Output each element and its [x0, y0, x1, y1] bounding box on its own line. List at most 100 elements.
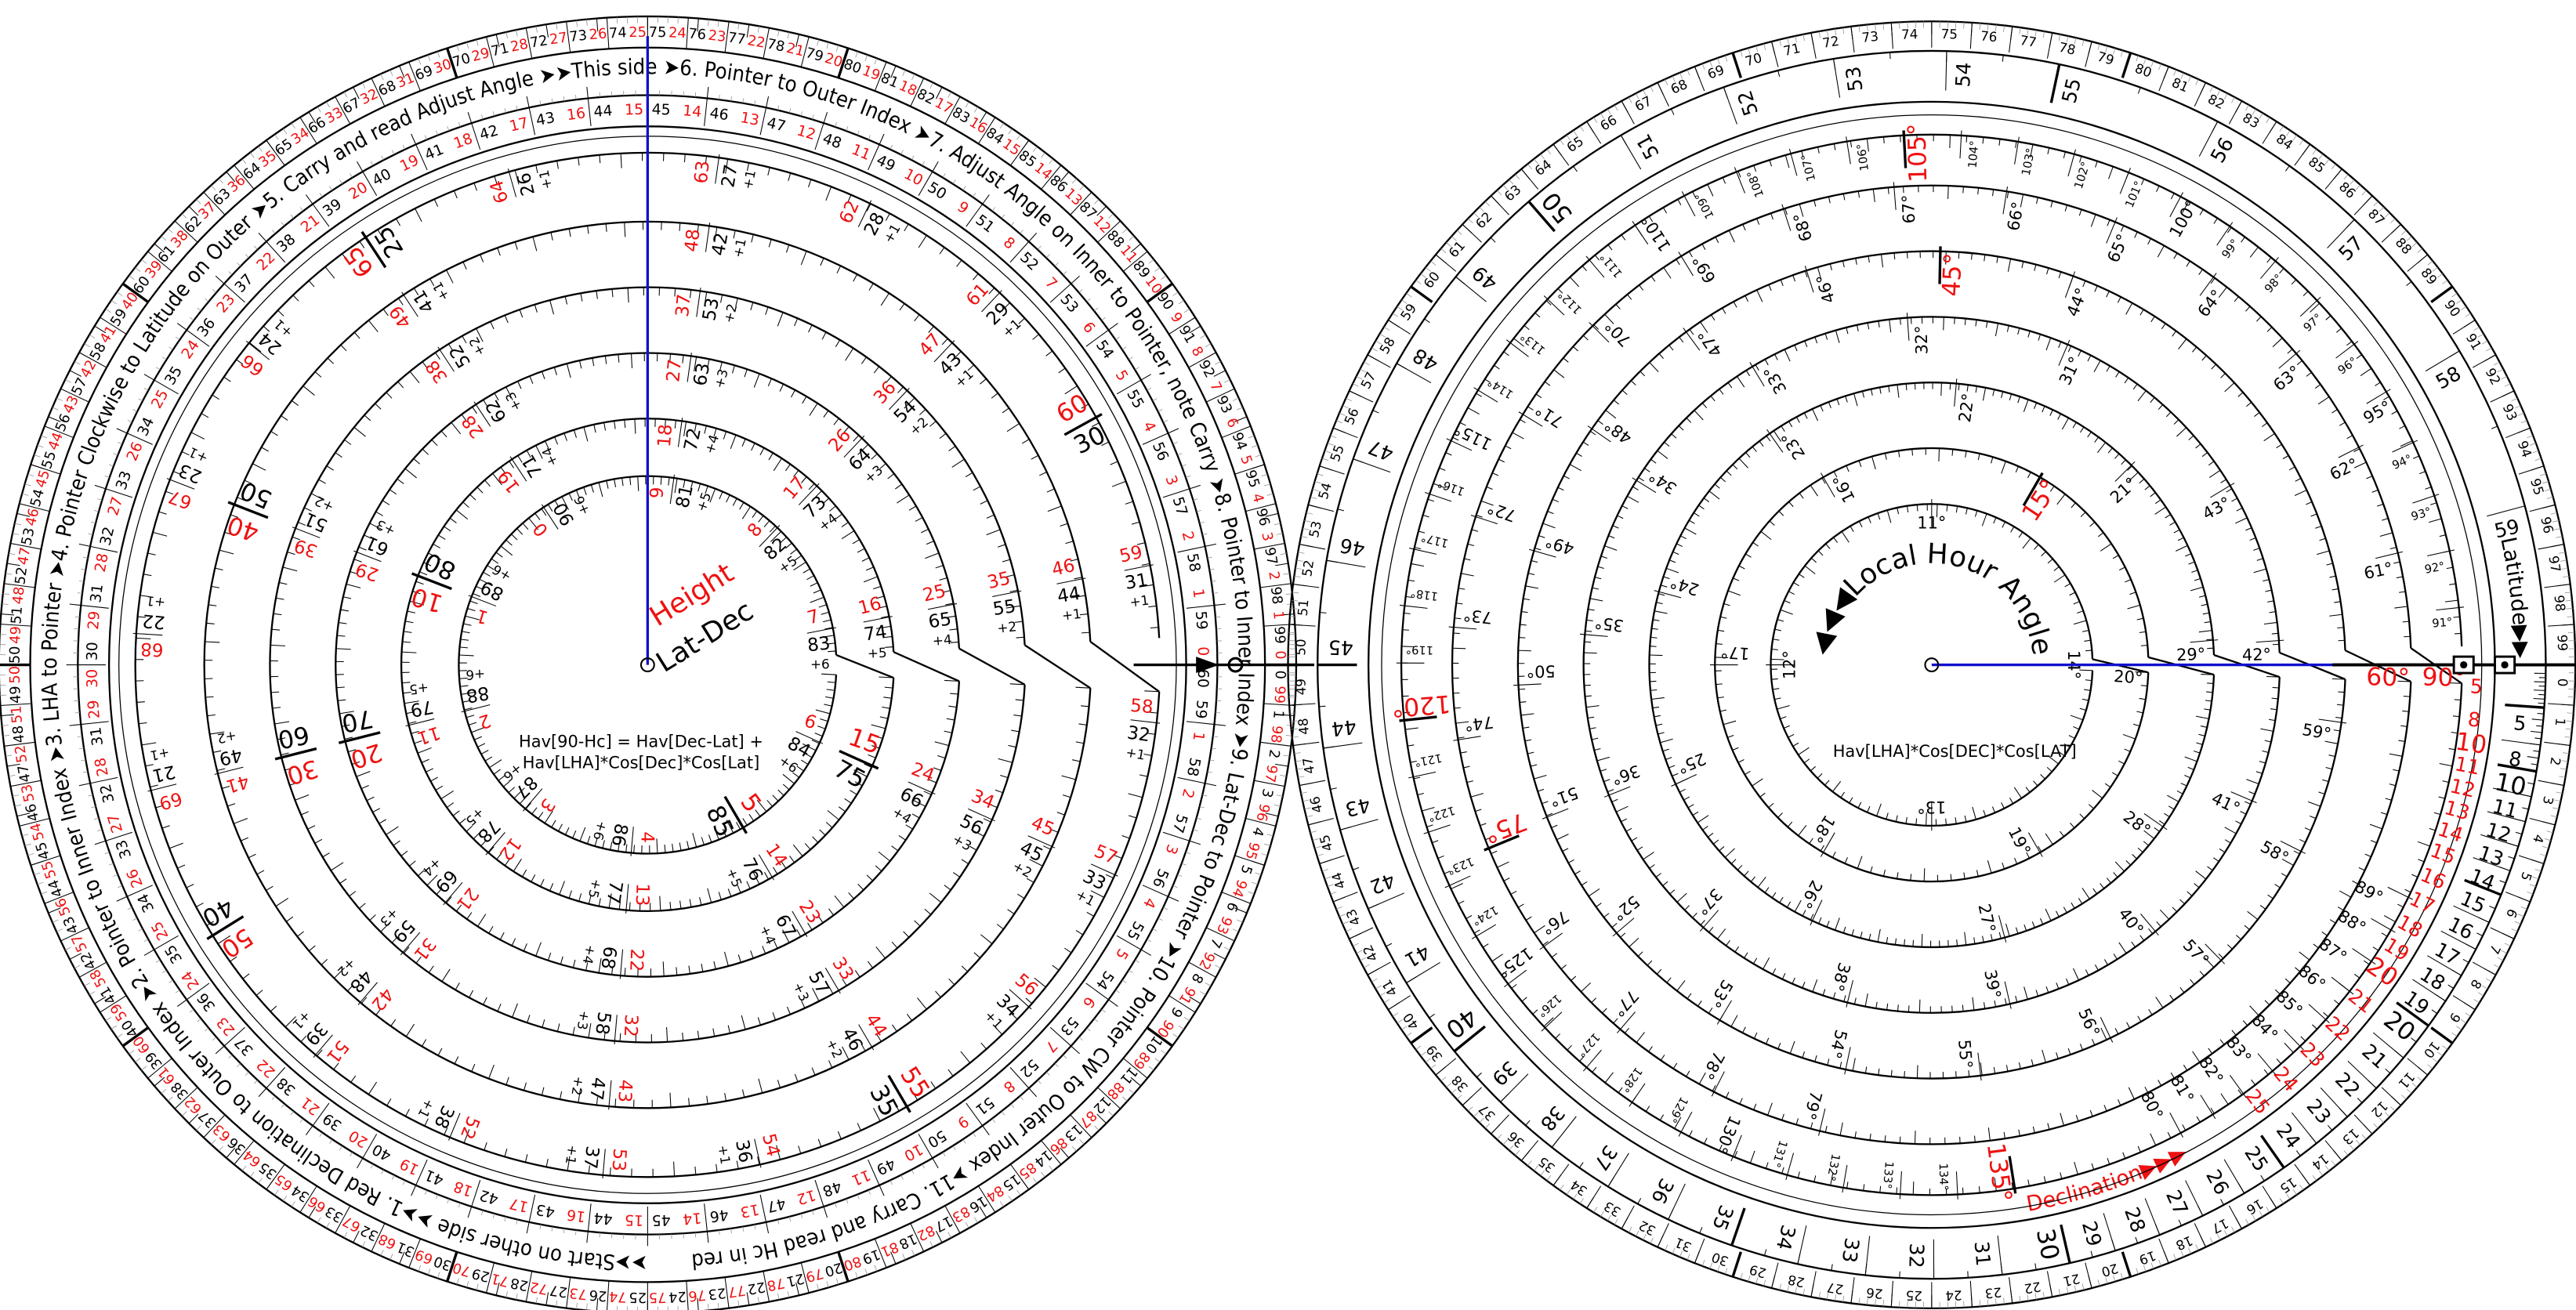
tick-mark [2517, 412, 2524, 416]
tick-mark [329, 1138, 333, 1144]
tick-mark [1905, 816, 1908, 824]
tick-mark [2460, 306, 2467, 311]
tick-mark [2113, 872, 2118, 878]
lat-dec-value-label: 58 [591, 1011, 614, 1036]
left-dial[interactable]: ➤➤Start on other side ➤➤1. Red Declinati… [0, 16, 1299, 1310]
lha-index-tick [1818, 1108, 1826, 1136]
tick-mark [1234, 416, 1248, 422]
tick-mark [962, 186, 966, 191]
tick-mark [1065, 541, 1074, 545]
tick-mark [1406, 292, 1412, 298]
right-dial[interactable]: ◀◀◀Local Hour Angle Latitude▶▶ Declinati… [1287, 20, 2576, 1309]
tick-mark [1531, 559, 1538, 563]
tick-mark [1161, 1050, 1167, 1055]
tick-mark [746, 881, 751, 889]
tick-mark [1666, 977, 1672, 983]
tick-mark [785, 542, 792, 549]
lha-index-tick [1423, 824, 1451, 834]
lha-value-label: 83° [2223, 1033, 2255, 1067]
tick-mark [1537, 788, 1545, 792]
tick-mark [779, 383, 784, 392]
tick-mark [2296, 360, 2302, 365]
tick-mark [2074, 1285, 2077, 1293]
tick-mark [176, 999, 187, 1007]
tick-mark [1058, 367, 1066, 374]
tick-mark [1452, 647, 1466, 650]
right-outer-ring-label: 46 [1306, 794, 1325, 814]
tick-mark [523, 943, 527, 952]
right-outer-ring-label: 67 [1632, 92, 1654, 114]
second-ring-label: 33 [113, 469, 135, 493]
lha-index-tick [2199, 273, 2217, 296]
tick-mark [1992, 389, 1995, 396]
tick-mark [2514, 921, 2521, 925]
tick-mark [2477, 992, 2484, 997]
lha-index-tick [1518, 411, 1543, 427]
tick-mark [1563, 357, 1569, 363]
tick-mark [2178, 1219, 2183, 1226]
tick-mark [2491, 425, 2498, 429]
right-outer-ring-label: 3 [2540, 794, 2557, 806]
tick-mark [763, 520, 770, 527]
right-outer-ring-label: 2 [2547, 756, 2563, 767]
tick-mark [1842, 27, 1845, 34]
tick-mark [1802, 1289, 1805, 1296]
tick-mark [2431, 1009, 2438, 1014]
outer-ring-index-tick [2452, 995, 2476, 1011]
second-ring-label: 17 [508, 1194, 530, 1214]
tick-mark [1052, 964, 1060, 971]
tick-mark [2234, 296, 2239, 302]
tick-mark [1662, 748, 1669, 752]
second-ring-label: 34 [135, 414, 158, 439]
tick-mark [175, 336, 180, 340]
tick-mark [1753, 165, 1757, 172]
latitude-index-tick [2060, 1224, 2071, 1264]
tick-mark [2112, 555, 2119, 559]
tick-mark [436, 1194, 439, 1200]
tick-mark [1200, 334, 1206, 338]
tick-mark [2077, 610, 2084, 613]
tick-mark [1689, 519, 1695, 524]
second-ring-index-tick [1162, 831, 1190, 841]
tick-mark [1032, 334, 1039, 340]
tick-mark [12, 794, 20, 797]
tick-mark [1189, 840, 1201, 845]
tick-mark [879, 716, 889, 719]
tick-mark [69, 724, 82, 726]
tick-mark [1440, 1077, 1447, 1082]
tick-mark [1820, 845, 1824, 852]
tick-mark [2389, 753, 2403, 757]
tick-mark [1858, 521, 1863, 528]
tick-mark [2170, 193, 2175, 200]
tick-mark [2002, 863, 2005, 870]
tick-mark [1335, 906, 1342, 910]
lha-index-tick [1749, 362, 1765, 387]
tick-mark [1650, 636, 1658, 639]
outer-ring-index-tick [2548, 703, 2574, 706]
outer-ring-index-tick [1694, 1238, 1705, 1264]
tick-mark [2006, 191, 2009, 198]
tick-mark [674, 288, 676, 297]
lha-index-tick [2002, 186, 2009, 215]
tick-mark [1983, 809, 1987, 817]
tick-mark [433, 543, 440, 548]
tick-mark [2219, 1039, 2225, 1045]
outer-ring-index-tick [4, 583, 35, 588]
tick-mark [2542, 845, 2549, 849]
tick-mark [2527, 756, 2539, 759]
tick-mark [1900, 318, 1901, 325]
tick-mark [1534, 547, 1542, 551]
height-index-tick [485, 832, 505, 856]
latitude-index-tick [2049, 63, 2061, 103]
tick-mark [1298, 776, 1305, 778]
tick-mark [1824, 780, 1830, 786]
lha-index-tick [1603, 786, 1631, 798]
outer-ring-index-tick [1308, 817, 1334, 826]
tick-mark [860, 1044, 866, 1051]
tick-mark [742, 818, 748, 826]
tick-mark [2566, 608, 2574, 610]
tick-mark [1581, 881, 1588, 886]
tick-mark [2236, 935, 2242, 940]
lha-index-tick [1473, 387, 1498, 403]
tick-mark [21, 834, 29, 837]
